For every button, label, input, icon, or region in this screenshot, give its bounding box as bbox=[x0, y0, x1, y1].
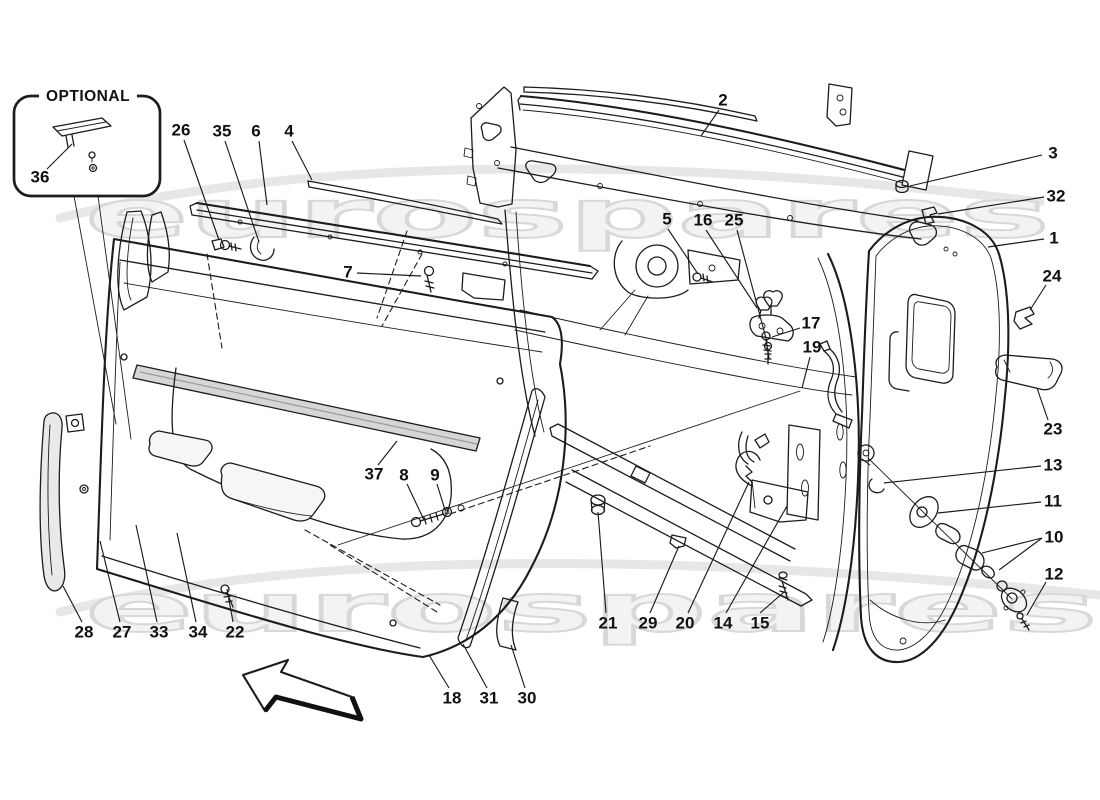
leader-line-13 bbox=[883, 465, 1042, 484]
clip-29 bbox=[669, 534, 687, 549]
nut-21 bbox=[590, 494, 606, 516]
direction-arrow bbox=[241, 658, 364, 722]
leader-line-16 bbox=[705, 229, 758, 309]
bracket-23 bbox=[995, 354, 1063, 391]
leader-line-20 bbox=[687, 481, 750, 614]
optional-box-label: OPTIONAL bbox=[38, 88, 138, 106]
rail-part-4 bbox=[307, 180, 503, 225]
sail-panels bbox=[117, 210, 170, 311]
leader-line-10 bbox=[998, 537, 1043, 571]
clip-13 bbox=[868, 478, 885, 494]
leader-line-15 bbox=[759, 591, 785, 614]
leader-line-35 bbox=[224, 140, 260, 243]
bolt-7 bbox=[423, 265, 435, 293]
bolt-8-washer-9 bbox=[410, 504, 465, 528]
callout-leader-lines bbox=[46, 109, 1049, 689]
leader-line-2 bbox=[700, 109, 720, 137]
leader-line-9 bbox=[436, 483, 446, 511]
bracket-19 bbox=[819, 340, 853, 429]
leader-line-10 bbox=[981, 537, 1043, 554]
leader-line-23 bbox=[1036, 387, 1049, 421]
leader-line-21 bbox=[597, 511, 607, 614]
screw-12 bbox=[1016, 612, 1030, 631]
leader-line-14 bbox=[725, 505, 788, 614]
window-regulator bbox=[599, 240, 741, 336]
leader-line-31 bbox=[462, 643, 488, 689]
leader-line-3 bbox=[909, 154, 1043, 187]
bracket-24 bbox=[1013, 306, 1035, 330]
lock-handle-parts bbox=[867, 457, 1030, 631]
clip-35 bbox=[249, 236, 275, 261]
leader-line-25 bbox=[736, 229, 768, 343]
leader-line-1 bbox=[987, 238, 1045, 248]
leader-line-8 bbox=[406, 483, 425, 521]
optional-pointer-lines bbox=[73, 195, 132, 440]
leader-line-34 bbox=[176, 532, 197, 623]
leader-line-37 bbox=[377, 440, 398, 466]
watermark-bottom: eurospares bbox=[55, 559, 1100, 648]
leader-line-18 bbox=[428, 654, 450, 689]
leader-line-5 bbox=[667, 228, 699, 275]
leader-line-22 bbox=[226, 588, 234, 623]
weatherstrip-28 bbox=[39, 412, 89, 592]
leader-line-33 bbox=[135, 524, 158, 623]
hinge-mount-bracket bbox=[786, 424, 821, 521]
door-frame bbox=[449, 83, 938, 652]
optional-box bbox=[12, 94, 162, 440]
watermark-text-top: eurospares bbox=[85, 176, 1050, 253]
watermark-text-bottom: eurospares bbox=[85, 570, 1098, 647]
leader-line-4 bbox=[291, 140, 313, 181]
leader-line-11 bbox=[937, 501, 1042, 514]
leader-line-29 bbox=[649, 545, 680, 614]
leader-line-12 bbox=[1026, 581, 1047, 616]
screw-15 bbox=[778, 571, 789, 601]
outer-door-shell bbox=[857, 215, 1010, 664]
watermark-top: eurospares bbox=[55, 164, 1051, 254]
leader-line-26 bbox=[183, 139, 220, 241]
leader-line-28 bbox=[62, 585, 83, 623]
bolt-5 bbox=[692, 272, 714, 284]
latch-20 bbox=[737, 431, 770, 483]
leader-line-7 bbox=[356, 272, 422, 277]
door-trim-panel bbox=[95, 237, 801, 659]
leader-line-17 bbox=[771, 327, 801, 338]
leader-line-27 bbox=[99, 540, 121, 623]
optional-part-36 bbox=[52, 117, 112, 173]
leader-line-19 bbox=[801, 356, 811, 389]
leader-line-6 bbox=[258, 140, 268, 206]
leader-line-36 bbox=[46, 143, 73, 170]
window-channel bbox=[457, 388, 546, 651]
leader-line-30 bbox=[510, 644, 526, 689]
check-strap bbox=[735, 450, 809, 523]
grommet-3 bbox=[895, 179, 909, 194]
leader-line-24 bbox=[1029, 284, 1047, 311]
leader-line-32 bbox=[937, 196, 1045, 215]
pad-strip-37 bbox=[132, 364, 481, 452]
bolt-26 bbox=[211, 238, 242, 252]
